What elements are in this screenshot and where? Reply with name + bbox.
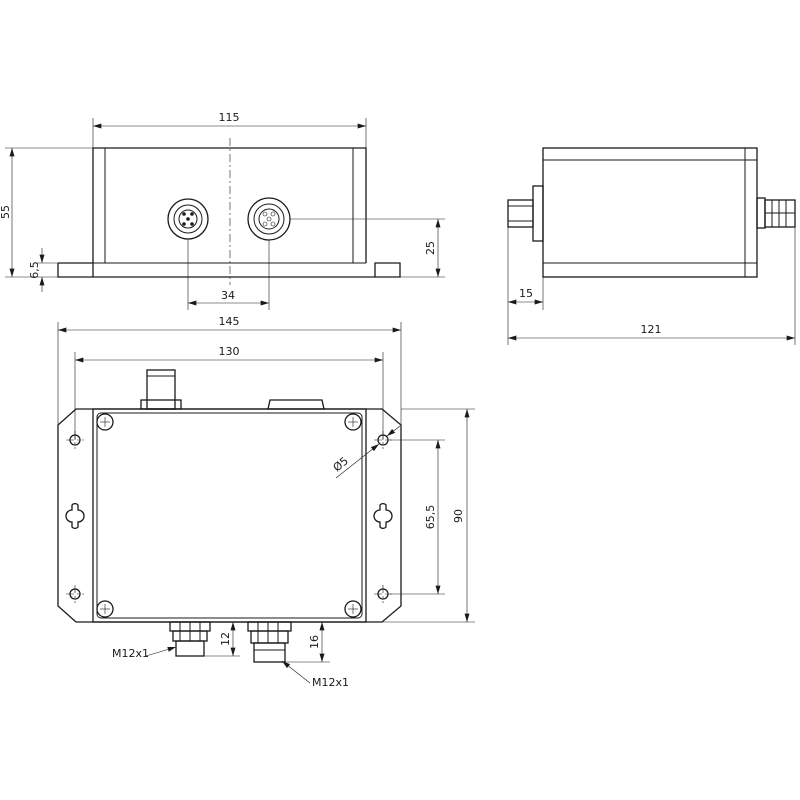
dim-side-connector-length: 15: [519, 287, 533, 300]
dim-front-connector-height: 25: [424, 241, 437, 255]
top-connector-stub: [140, 369, 182, 410]
side-connector-left: [507, 185, 544, 242]
front-view: 115 55 6,5 25 34: [0, 111, 445, 310]
screw-top-left: [96, 413, 114, 431]
bottom-connector-left: [169, 621, 211, 657]
m12-connector-male-front: [167, 198, 209, 240]
dim-front-connector-spacing: 34: [221, 289, 235, 302]
dim-top-hole-spacing-y: 65,5: [424, 505, 437, 530]
mounting-holes: [66, 431, 392, 603]
side-view: 15 121: [507, 147, 796, 345]
dim-side-total-length: 121: [641, 323, 662, 336]
dim-top-hole-spacing-x: 130: [219, 345, 240, 358]
keyhole-slots: [65, 503, 393, 529]
dim-front-width: 115: [219, 111, 240, 124]
top-switch: [267, 399, 325, 410]
dim-top-total-width: 145: [219, 315, 240, 328]
dim-top-connector-offset-1: 12: [219, 632, 232, 646]
top-view: 145 130 90 65,5 Ø5 12 16 M12x1: [57, 315, 475, 689]
screw-bottom-right: [344, 600, 362, 618]
screw-top-right: [344, 413, 362, 431]
dim-front-height: 55: [0, 205, 12, 219]
dim-top-connector-offset-2: 16: [308, 635, 321, 649]
m12-connector-female-front: [247, 197, 291, 241]
dim-top-total-height: 90: [452, 509, 465, 523]
screw-bottom-left: [96, 600, 114, 618]
label-m12-right: M12x1: [312, 676, 349, 689]
bottom-connector-right: [247, 621, 292, 663]
label-m12-left: M12x1: [112, 647, 149, 660]
dim-front-flange: 6,5: [28, 261, 41, 279]
dim-top-hole-diameter: Ø5: [331, 454, 351, 474]
side-connector-right: [756, 197, 796, 229]
